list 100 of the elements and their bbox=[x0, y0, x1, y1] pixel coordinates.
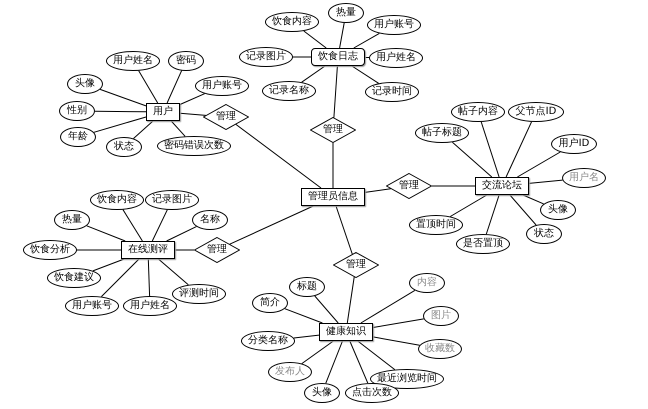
attribute-ellipse: 饮食内容 bbox=[90, 190, 144, 210]
connector-line bbox=[148, 258, 150, 296]
connector-line bbox=[100, 258, 140, 298]
connector-line bbox=[86, 225, 126, 242]
attribute-ellipse: 发布人 bbox=[268, 362, 312, 382]
connector-line bbox=[292, 56, 312, 58]
attribute-ellipse: 收藏数 bbox=[418, 339, 462, 359]
relationship-diamond: 管理 bbox=[386, 173, 432, 199]
connector-line bbox=[170, 120, 186, 137]
connector-line bbox=[372, 318, 424, 328]
attribute-ellipse: 是否置顶 bbox=[456, 234, 510, 254]
relationship-diamond: 管理 bbox=[310, 117, 356, 143]
connector-line bbox=[93, 116, 146, 133]
connector-line bbox=[364, 57, 370, 58]
connector-line bbox=[357, 340, 396, 370]
connector-line bbox=[158, 258, 189, 286]
attribute-ellipse: 饮食分析 bbox=[23, 240, 77, 260]
connector-line bbox=[325, 340, 343, 384]
connector-line bbox=[364, 188, 392, 193]
attribute-ellipse: 置顶时间 bbox=[409, 215, 463, 235]
attribute-ellipse: 内容 bbox=[409, 273, 445, 293]
attribute-ellipse: 记录图片 bbox=[145, 190, 199, 210]
attribute-ellipse: 标题 bbox=[289, 277, 325, 297]
entity-box: 健康知识 bbox=[319, 323, 373, 341]
connector-line bbox=[452, 142, 492, 178]
attribute-ellipse: 性别 bbox=[59, 101, 95, 121]
attribute-ellipse: 评测时间 bbox=[172, 284, 226, 304]
attribute-ellipse: 记录时间 bbox=[365, 82, 419, 102]
connector-line bbox=[339, 22, 345, 48]
connector-line bbox=[293, 334, 320, 338]
attribute-ellipse: 简介 bbox=[252, 293, 288, 313]
attribute-ellipse: 用户姓名 bbox=[106, 51, 160, 71]
attribute-ellipse: 用户账号 bbox=[367, 15, 421, 35]
connector-line bbox=[166, 226, 197, 242]
entity-box: 用户 bbox=[146, 103, 180, 121]
attribute-ellipse: 用户账号 bbox=[65, 296, 119, 316]
attribute-ellipse: 名称 bbox=[192, 210, 228, 230]
connector-line bbox=[486, 194, 500, 235]
connector-line bbox=[528, 180, 563, 184]
connector-line bbox=[229, 206, 314, 245]
connector-line bbox=[100, 88, 146, 106]
connector-line bbox=[333, 66, 338, 118]
attribute-ellipse: 帖子内容 bbox=[451, 102, 505, 122]
connector-line bbox=[133, 120, 154, 139]
attribute-ellipse: 饮食内容 bbox=[265, 12, 319, 32]
connector-line bbox=[480, 121, 500, 178]
connector-line bbox=[506, 121, 532, 178]
attribute-ellipse: 头像 bbox=[304, 383, 340, 403]
connector-line bbox=[152, 209, 168, 242]
connector-line bbox=[122, 209, 143, 242]
connector-line bbox=[166, 70, 182, 104]
entity-box: 交流论坛 bbox=[475, 177, 529, 195]
connector-line bbox=[92, 258, 125, 272]
attribute-ellipse: 记录名称 bbox=[262, 81, 316, 101]
attribute-ellipse: 状态 bbox=[106, 137, 142, 157]
entity-box: 饮食日志 bbox=[311, 48, 365, 66]
connector-line bbox=[522, 194, 544, 204]
connector-line bbox=[180, 112, 206, 116]
connector-line bbox=[360, 290, 416, 324]
entity-box: 管理员信息 bbox=[301, 188, 365, 206]
attribute-ellipse: 点击次数 bbox=[345, 383, 399, 403]
attribute-ellipse: 年龄 bbox=[60, 127, 96, 147]
attribute-ellipse: 图片 bbox=[423, 306, 459, 326]
attribute-ellipse: 记录图片 bbox=[239, 47, 293, 67]
connector-line bbox=[509, 194, 537, 226]
attribute-ellipse: 用户名 bbox=[562, 168, 606, 188]
connector-line bbox=[332, 142, 334, 188]
connector-line bbox=[284, 308, 323, 324]
attribute-ellipse: 热量 bbox=[328, 3, 364, 23]
connector-line bbox=[94, 110, 146, 112]
attribute-ellipse: 头像 bbox=[540, 200, 576, 220]
connector-line bbox=[450, 194, 488, 217]
attribute-ellipse: 饮食建议 bbox=[47, 268, 101, 288]
attribute-ellipse: 热量 bbox=[54, 210, 90, 230]
connector-line bbox=[372, 336, 420, 346]
attribute-ellipse: 分类名称 bbox=[241, 331, 295, 351]
connector-line bbox=[235, 124, 322, 188]
attribute-ellipse: 用户账号 bbox=[195, 76, 249, 96]
relationship-diamond: 管理 bbox=[333, 252, 379, 278]
connector-line bbox=[314, 296, 339, 324]
attribute-ellipse: 用户ID bbox=[551, 134, 597, 154]
attribute-ellipse: 头像 bbox=[67, 74, 103, 94]
relationship-diamond: 管理 bbox=[194, 237, 240, 263]
connector-line bbox=[301, 66, 326, 83]
entity-box: 在线测评 bbox=[121, 241, 175, 259]
connector-line bbox=[303, 30, 327, 48]
connector-line bbox=[351, 66, 380, 84]
connector-line bbox=[180, 93, 206, 105]
connector-line bbox=[516, 152, 561, 178]
attribute-ellipse: 父节点ID bbox=[508, 102, 564, 122]
connector-line bbox=[346, 276, 355, 324]
attribute-ellipse: 用户姓名 bbox=[369, 48, 423, 68]
connector-line bbox=[138, 70, 158, 104]
attribute-ellipse: 帖子标题 bbox=[415, 123, 469, 143]
connector-line bbox=[353, 32, 380, 48]
attribute-ellipse: 用户姓名 bbox=[123, 296, 177, 316]
connector-line bbox=[336, 206, 353, 255]
attribute-ellipse: 密码 bbox=[168, 51, 204, 71]
attribute-ellipse: 密码错误次数 bbox=[157, 136, 231, 156]
connector-line bbox=[301, 340, 334, 364]
